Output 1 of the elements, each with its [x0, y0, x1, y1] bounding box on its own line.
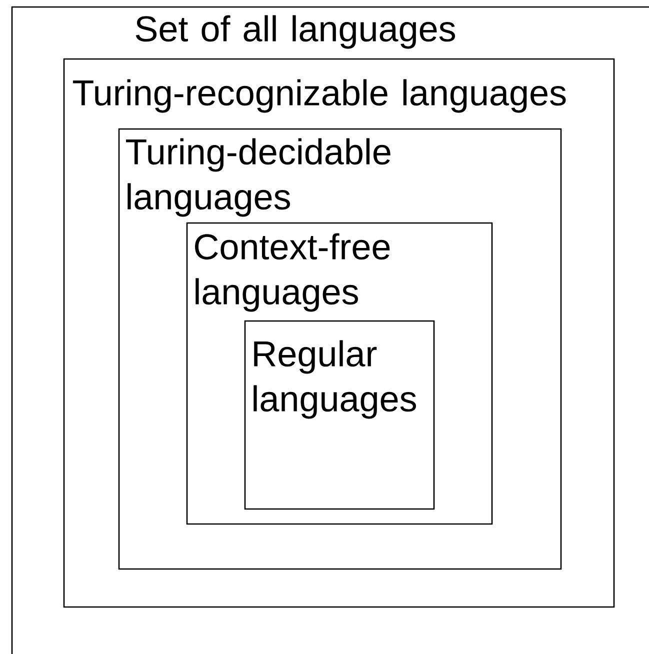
- set-box: Regular languages: [244, 320, 435, 510]
